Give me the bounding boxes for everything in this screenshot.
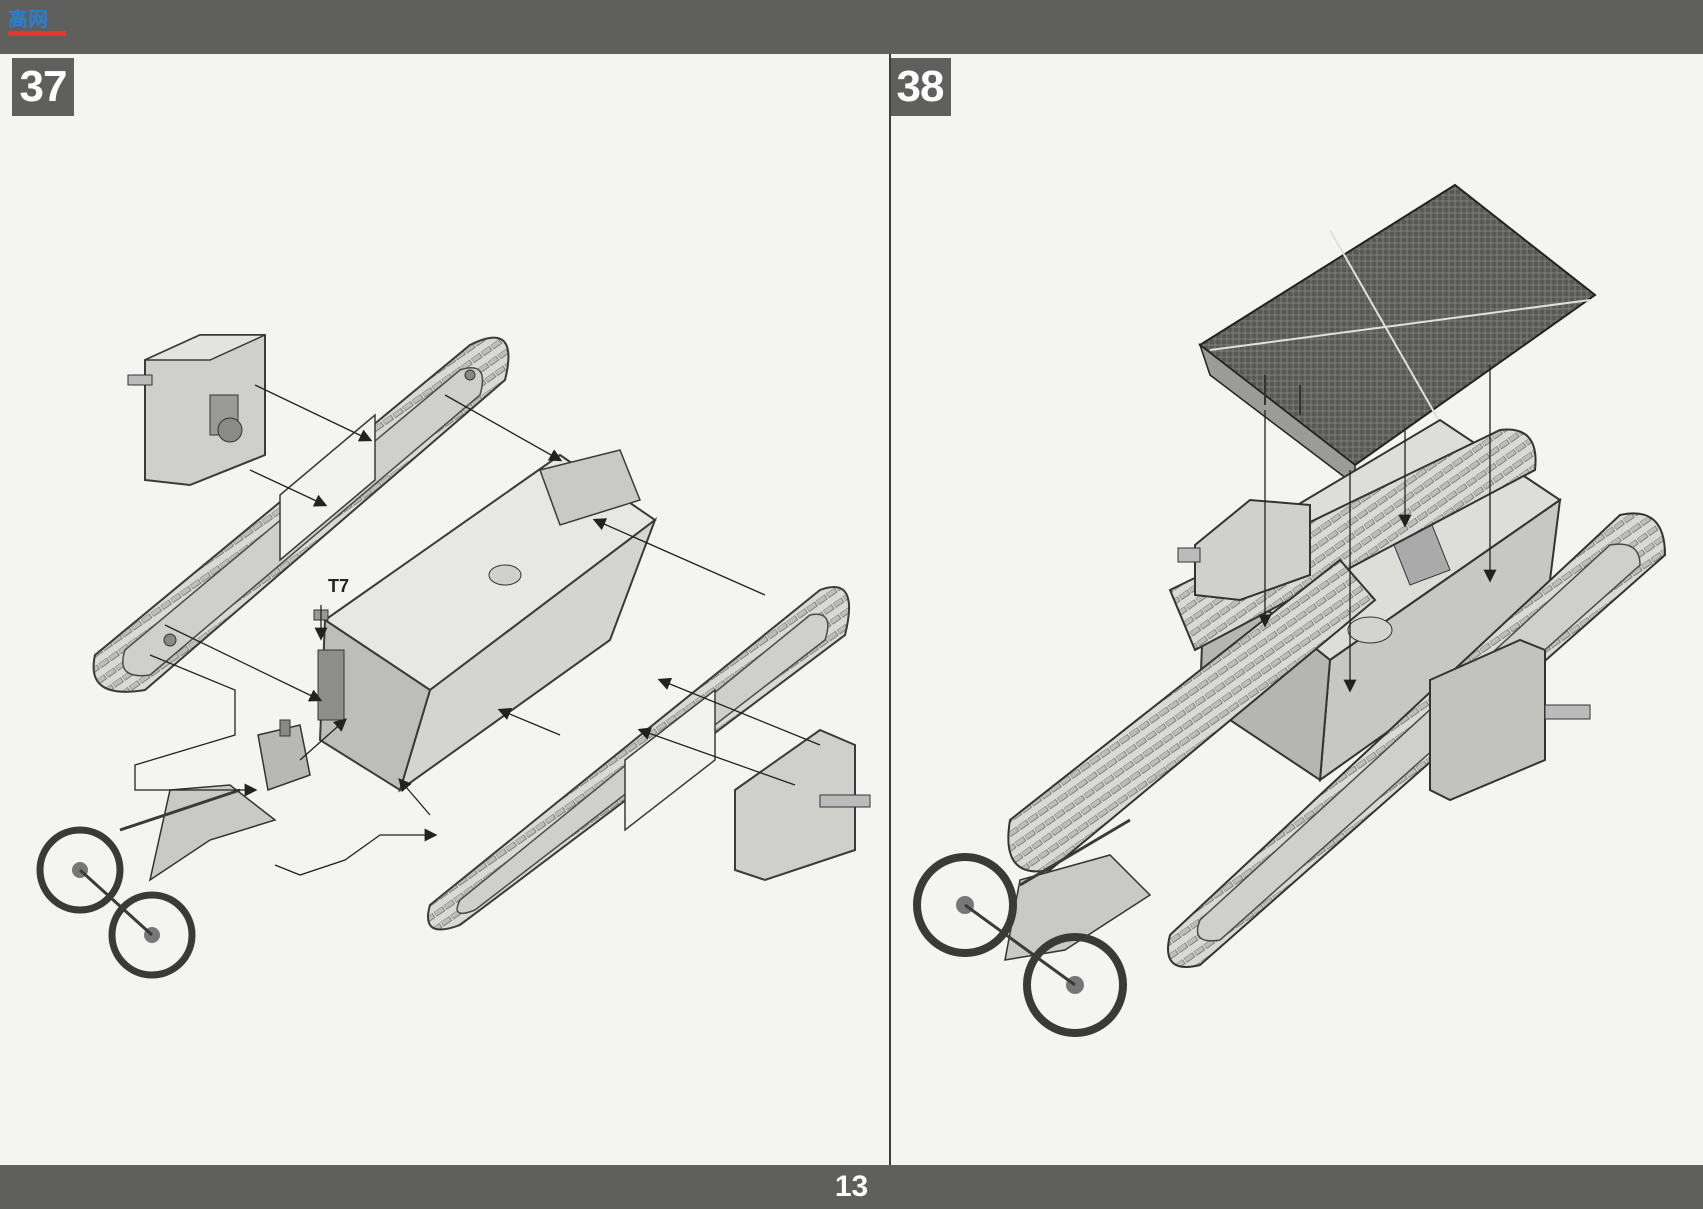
hull-body (317, 449, 658, 793)
part-label-t7: T7 (328, 576, 350, 596)
left-track-assembly (92, 336, 510, 693)
footer-band (0, 1165, 1703, 1209)
right-sponson (734, 728, 871, 882)
site-logo: 高网 (8, 7, 66, 36)
left-sponson-assembled (1177, 498, 1311, 602)
near-left-track (1007, 558, 1377, 873)
roof-grille (1198, 183, 1597, 487)
step-38-badge: 38 (889, 58, 951, 116)
page-number: 13 (834, 1170, 869, 1203)
step-37-badge: 37 (12, 58, 74, 116)
header-band (0, 0, 1703, 54)
step-38-diagram (913, 183, 1667, 1037)
trailing-wheels-assembled (913, 818, 1152, 1037)
step-37-guide-lines (134, 384, 821, 876)
logo-underline (8, 31, 66, 36)
step-38-guide-lines (1258, 365, 1497, 693)
left-sponson (127, 334, 266, 487)
right-sponson-assembled (1429, 638, 1591, 802)
step-37-diagram (36, 334, 871, 979)
gearbox (257, 719, 311, 792)
right-track-assembly (427, 586, 851, 931)
panel-divider (889, 54, 891, 1165)
trailing-wheels-assembly (36, 784, 277, 979)
logo-text: 高网 (8, 7, 48, 31)
far-track (1168, 428, 1537, 652)
